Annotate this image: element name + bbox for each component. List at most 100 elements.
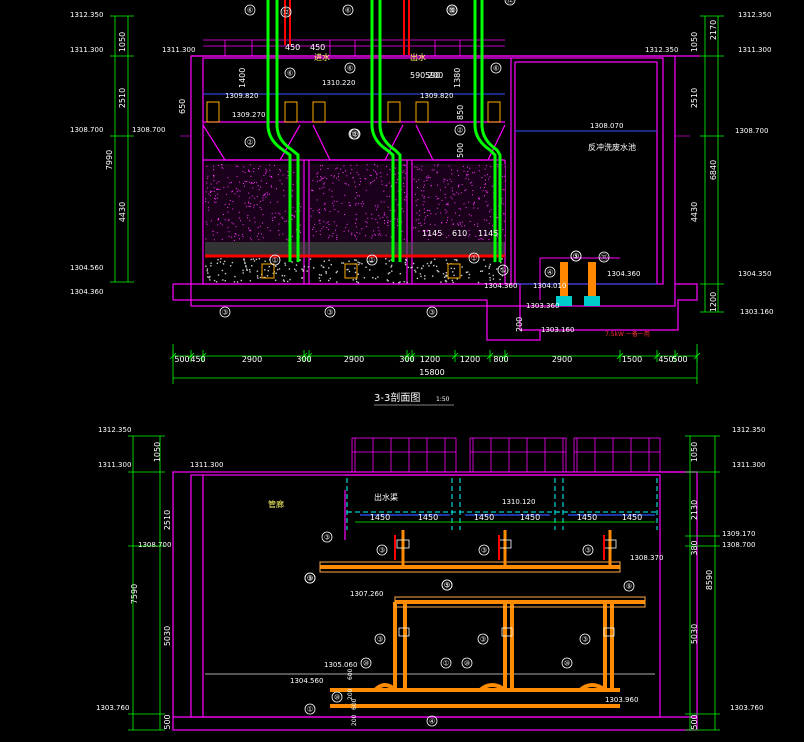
filter-media [205,164,506,284]
callout-marker: ⑬ [449,7,456,15]
section-scale: 1:50 [436,396,450,403]
callout-marker: ⑤ [444,582,450,590]
elevation-label: 1308.700 [138,541,171,549]
elevation-label: 1303.160 [541,326,574,334]
callout-marker: ⑩ [363,660,369,668]
callout-marker: ③ [429,309,435,317]
elevation-label: 1312.350 [738,11,771,19]
callout-marker: ④ [429,718,435,726]
inner-dimension: 1145 [478,229,498,238]
vdim-right-inner: 2130 [690,500,699,520]
elevation-label: 1303.960 [605,696,638,704]
callout-marker: ⑩ [564,660,570,668]
dimension-label: 600 [351,698,358,710]
callout-marker: ⑪ [601,254,608,262]
green-pipes [266,0,502,262]
orange-pipes [320,565,645,708]
callout-marker: ③ [377,636,383,644]
elevation-label: 1307.260 [350,590,383,598]
inner-dimension: 1400 [238,68,247,88]
vdim-right-outer: 2170 [709,20,718,40]
elevation-label: 1309.820 [420,92,453,100]
vdim-right-outer: 8590 [705,570,714,590]
callout-marker: ③ [324,534,330,542]
upper-dims-geom [114,16,719,384]
vdim-left-inner: 2510 [118,88,127,108]
elevation-label: 1311.300 [190,461,223,469]
callout-marker: ⑨ [626,583,632,591]
callout-marker: ③ [327,309,333,317]
callout-marker: ② [352,131,358,139]
vdim-left-inner: 1050 [153,442,162,462]
elevation-label: 1308.370 [630,554,663,562]
callout-marker: ③ [480,636,486,644]
total-dimension: 15800 [419,368,444,377]
callout-marker: ③ [307,575,313,583]
callout-marker: ③ [444,582,450,590]
dimension-label: 1450 [418,513,438,522]
callout-marker: ③ [222,309,228,317]
elevation-label: 1308.700 [132,126,165,134]
inner-dimension: 1380 [453,68,462,88]
elevation-label: 1304.360 [484,282,517,290]
inner-dimension: 590 [410,71,425,80]
vdim-right-inner: 5030 [690,624,699,644]
dimension-label: 2900 [552,355,572,364]
elevation-label: 1303.760 [96,704,129,712]
dimension-label: 1450 [622,513,642,522]
dimension-label: 300 [399,355,414,364]
callout-marker: ⑫ [283,9,290,17]
elevation-label: 1311.300 [70,46,103,54]
callout-marker: ⑥ [345,7,351,15]
callout-marker: ① [471,255,477,263]
inner-dimension: 450 [310,43,325,52]
vdim-left-inner: 2510 [163,510,172,530]
callout-marker: ② [247,139,253,147]
backwash-tank-label: 反冲洗废水池 [588,142,636,152]
vdim-right-outer: 1200 [709,292,718,312]
elevation-label: 1303.760 [730,704,763,712]
callout-marker: ① [443,660,449,668]
elevation-label: 1309.270 [232,111,265,119]
elevation-label: 1308.700 [722,541,755,549]
dimension-label: 1200 [460,355,480,364]
upper-top-frame [203,39,505,56]
inner-dimension: 200 [428,71,443,80]
elevation-label: 1304.560 [290,677,323,685]
callout-marker: ⑥ [449,7,455,15]
callout-marker: ⑥ [287,70,293,78]
dimension-label: 2900 [242,355,262,364]
elevation-label: 1310.220 [322,79,355,87]
callout-marker: ⑥ [493,65,499,73]
callout-marker: ③ [379,547,385,555]
upper-section: 7990 1050 2510 4430 2170 6840 1200 1050 … [70,0,773,406]
vdim-left-inner: 500 [163,714,172,729]
elevation-label: 1312.350 [645,46,678,54]
elevation-label: 1304.360 [607,270,640,278]
vdim-left-inner: 4430 [118,202,127,222]
callout-marker: ⑫ [507,0,514,5]
dimension-label: 450 [658,355,673,364]
dimension-label: 200 [347,688,354,700]
callout-marker: ⑩ [464,660,470,668]
orange-pipe-outline [319,561,646,608]
inner-dimension: 590 [425,71,440,80]
vdim-right-inner: 2510 [690,88,699,108]
callout-marker: ⑦ [573,253,579,261]
pumps [539,257,620,306]
upper-water [203,93,657,285]
vdim-right-outer: 6840 [709,160,718,180]
vdim-right-inner: 1050 [690,442,699,462]
callout-marker: ⑤ [573,253,579,261]
inner-dimension: 200 [515,317,524,332]
elevation-label: 1311.300 [98,461,131,469]
elevation-label: 1304.560 [70,264,103,272]
vdim-right-inner: 1050 [690,32,699,52]
dimension-label: 1450 [520,513,540,522]
vdim-left-inner: 5030 [163,626,172,646]
callout-marker: ⑨ [307,575,313,583]
inner-dimension: 450 [285,43,300,52]
callout-marker: ① [500,267,506,275]
dimension-label: 1450 [474,513,494,522]
